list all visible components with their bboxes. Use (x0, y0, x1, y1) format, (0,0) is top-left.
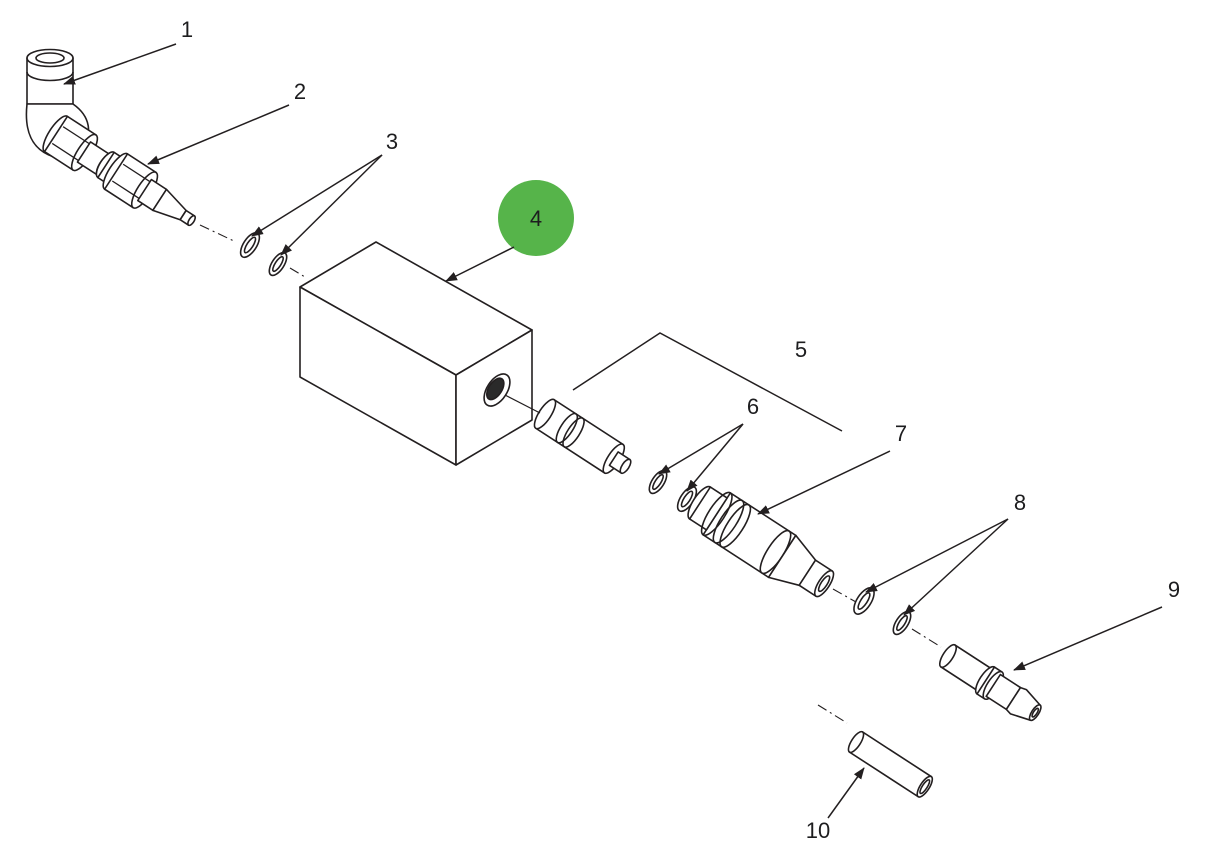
port-hole-bore (486, 377, 505, 401)
part-2-nozzle-fitting (95, 151, 197, 227)
callout-7-arrow (757, 450, 891, 515)
hex-flat-line (51, 142, 80, 162)
callout-5-bracket (572, 332, 843, 432)
callout-8: 8 (865, 490, 1026, 616)
callout-4-arrow (445, 246, 515, 282)
callout-9-arrow (1013, 606, 1163, 671)
o-ring-inner (652, 473, 664, 491)
callout-9-label: 9 (1168, 577, 1180, 602)
callout-1-label: 1 (181, 17, 193, 42)
callout-7: 7 (757, 421, 907, 515)
groove-ring (719, 503, 752, 549)
callout-3-label: 3 (386, 129, 398, 154)
callout-8-arrow (865, 518, 1009, 593)
barb-tip-bore (1031, 707, 1040, 718)
part-10-tube (847, 730, 934, 798)
hex-flat-line (62, 126, 91, 145)
callout-3: 3 (251, 129, 398, 256)
centerline (289, 267, 306, 278)
callout-4-label: 4 (530, 206, 542, 231)
part-1-elbow-fitting (25, 48, 113, 177)
coupler-collar (688, 486, 728, 531)
elbow-top-bore (35, 52, 65, 64)
centerline (911, 628, 942, 648)
part-8-o-rings (853, 587, 912, 636)
o-ring-inner (857, 592, 871, 610)
o-ring (892, 610, 912, 636)
cartridge-tip-face (619, 458, 632, 475)
o-ring (239, 231, 261, 259)
part-6-o-rings (648, 469, 698, 513)
hex-flat-line (111, 180, 140, 199)
elbow-top-face (26, 48, 74, 68)
highlight-circle-4[interactable] (498, 180, 574, 256)
tube-bore (919, 779, 931, 795)
callout-8-label: 8 (1014, 490, 1026, 515)
band-ring (555, 412, 579, 444)
callout-3-arrow (251, 154, 383, 237)
band-ring (562, 417, 585, 448)
callout-10: 10 (806, 767, 865, 843)
o-ring (648, 469, 668, 495)
centerline (504, 394, 541, 414)
callout-1-arrow (63, 43, 177, 85)
o-ring (853, 587, 875, 615)
callout-4: 4 (445, 206, 542, 282)
callout-8-arrow (903, 518, 1009, 616)
callout-2-label: 2 (294, 79, 306, 104)
groove-ring (712, 499, 745, 544)
centerlines (199, 224, 942, 724)
tube-front-face (916, 775, 934, 798)
hex-flat-line (122, 163, 151, 183)
cartridge-back-face (533, 398, 557, 430)
step-ring (700, 491, 733, 537)
callout-3-arrow (280, 154, 383, 256)
callout-6-arrow (686, 423, 744, 492)
callout-2-arrow (147, 104, 290, 165)
callout-9: 9 (1013, 577, 1180, 671)
centerline (817, 704, 848, 724)
callout-5: 5 (572, 332, 843, 432)
nozzle-tip-face (187, 214, 197, 227)
callout-6: 6 (658, 394, 759, 492)
part-4-manifold-block (299, 241, 533, 466)
coupler-socket-bore (817, 575, 831, 593)
callout-10-arrow (827, 767, 865, 819)
callout-1: 1 (63, 17, 193, 85)
fitting-back-face (938, 643, 958, 669)
block-port-hole (483, 373, 511, 407)
callouts: 1 2 3 4 5 6 7 8 (63, 17, 1180, 843)
o-ring (268, 251, 288, 277)
callout-6-label: 6 (747, 394, 759, 419)
callout-6-arrow (658, 423, 744, 475)
centerline (832, 588, 857, 603)
callout-5-label: 5 (795, 337, 807, 362)
callout-10-label: 10 (806, 818, 830, 843)
callout-7-label: 7 (895, 421, 907, 446)
centerline (199, 224, 237, 243)
part-7-coupler (687, 485, 835, 598)
o-ring-inner (243, 236, 257, 254)
o-ring-inner (272, 255, 284, 273)
part-5-cartridge (533, 398, 632, 475)
coupler-tip-face (813, 569, 835, 598)
part-9-barb-fitting (938, 643, 1042, 722)
o-ring-inner (896, 614, 908, 632)
elbow-collet-ring (26, 71, 74, 82)
part-3-o-rings (239, 231, 288, 277)
tube-back-face (847, 730, 865, 754)
callout-2: 2 (147, 79, 306, 165)
